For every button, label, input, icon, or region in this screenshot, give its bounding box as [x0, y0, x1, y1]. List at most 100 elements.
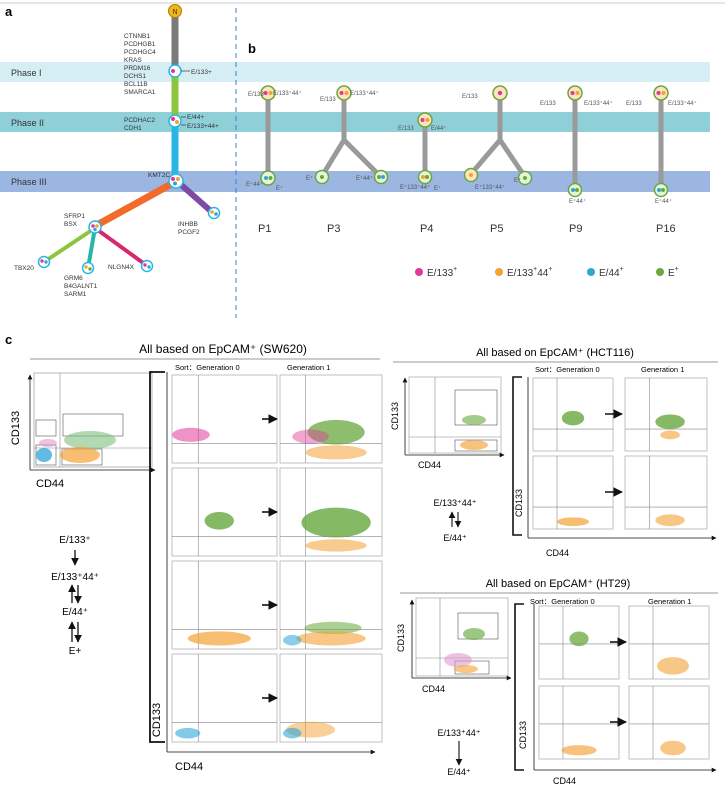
sw620-grid-ylabel: CD133: [151, 703, 163, 737]
svg-text:E⁺133⁺44⁺: E⁺133⁺44⁺: [400, 184, 430, 191]
gene-bcl11b: BCL11B: [124, 81, 148, 88]
svg-text:E/133⁺44⁺: E/133⁺44⁺: [350, 90, 379, 97]
svg-text:E/133⁺44⁺: E/133⁺44⁺: [584, 100, 613, 107]
patient-p5: P5: [490, 223, 503, 235]
svg-text:E⁺: E⁺: [434, 185, 441, 192]
legend: E/133+ E/133+44+ E/44+ E+: [415, 266, 679, 279]
ht29-gen0-plot-1: [538, 685, 620, 760]
ht29-grid-xlabel: CD44: [553, 776, 576, 786]
sw620-sort-header: Sort：Generation 0: [175, 363, 240, 372]
svg-text:E/133⁺44⁺: E/133⁺44⁺: [273, 90, 302, 97]
sw620-source-ylabel: CD133: [10, 411, 22, 445]
svg-text:E⁺44⁺: E⁺44⁺: [655, 198, 672, 205]
ht29-gen1-plot-0: [628, 605, 710, 680]
patient-p1: P1: [258, 223, 271, 235]
phase3-label: Phase III: [11, 177, 47, 187]
ht29-hier-0: E/133⁺44⁺: [437, 728, 480, 738]
ht29-title: All based on EpCAM⁺ (HT29): [486, 578, 631, 590]
svg-text:E/44+: E/44+: [599, 266, 624, 279]
svg-text:E+: E+: [668, 266, 679, 279]
svg-text:E/133: E/133: [398, 126, 414, 132]
hct116-plot-grid: [532, 377, 708, 530]
sw620-gen1-plot-0: [279, 374, 383, 464]
panel-a-label: a: [5, 4, 13, 19]
gene-inhbb: INHBB: [178, 221, 198, 228]
ht29-plot-grid: [538, 605, 710, 760]
ht29-hier-1: E/44⁺: [447, 767, 471, 777]
ht29-gen0-plot-0: [538, 605, 620, 680]
gene-pcdhac2: PCDHAC2: [124, 117, 155, 124]
svg-text:E/133⁺44⁺: E/133⁺44⁺: [668, 100, 697, 107]
ht29-gen1-plot-1: [628, 685, 710, 760]
gene-pcdhgb1: PCDHGB1: [124, 41, 156, 48]
sw620-plot-grid: [171, 374, 383, 743]
patient-p4: P4: [420, 223, 433, 235]
ht29-gen1-header: Generation 1: [648, 597, 691, 606]
svg-text:E⁺44⁺: E⁺44⁺: [356, 175, 373, 182]
patient-tree-nodes: [260, 85, 669, 198]
tag-phase2-e13344: E/133+44+: [187, 123, 219, 130]
sw620-title: All based on EpCAM⁺ (SW620): [139, 342, 307, 356]
gene-grm6: GRM6: [64, 275, 83, 282]
hct116-gen0-plot-0: [532, 377, 614, 452]
sw620-gen0-plot-1: [171, 467, 278, 557]
ht29-grid-ylabel: CD133: [518, 721, 528, 749]
patient-p16: P16: [656, 223, 676, 235]
svg-text:E⁺: E⁺: [276, 185, 283, 192]
sw620-source-xlabel: CD44: [36, 478, 64, 490]
sw620-gen1-plot-3: [279, 653, 383, 743]
hct116-gen1-header: Generation 1: [641, 365, 684, 374]
svg-text:E⁺: E⁺: [514, 177, 521, 184]
sw620-gen0-plot-2: [171, 560, 278, 650]
phase3-band: [0, 171, 710, 192]
sw620-hier-1: E/133⁺44⁺: [51, 572, 99, 583]
gene-pcgf2: PCGF2: [178, 229, 200, 236]
svg-text:E/44⁺: E/44⁺: [431, 125, 447, 132]
sw620-gen1-plot-2: [279, 560, 383, 650]
tag-phase2-e44: E/44+: [187, 114, 204, 121]
tbx20-node: [37, 255, 51, 269]
hct116-source-plot: [408, 376, 502, 454]
gene-dchs1: DCHS1: [124, 73, 146, 80]
sw620-gen0-plot-0: [171, 374, 278, 464]
hct116-source-ylabel: CD133: [390, 402, 400, 430]
gene-bsx: BSX: [64, 221, 78, 228]
sw620-hier-3: E+: [69, 646, 82, 657]
gene-sarm1: SARM1: [64, 291, 87, 298]
hct116-grid-xlabel: CD44: [546, 548, 569, 558]
sw620-hier-0: E/133⁺: [59, 535, 90, 546]
patient-p3: P3: [327, 223, 340, 235]
svg-text:E/133: E/133: [320, 97, 336, 103]
svg-text:E/133: E/133: [626, 101, 642, 107]
svg-text:E/133+44+: E/133+44+: [507, 266, 552, 279]
panel-c-label: c: [5, 332, 12, 347]
gene-b4galnt1: B4GALNT1: [64, 283, 98, 290]
gene-kmt2c: KMT2C: [148, 172, 170, 179]
sw620-gen1-header: Generation 1: [287, 363, 330, 372]
sw620-gen0-plot-3: [171, 653, 278, 743]
svg-text:E⁺44⁺: E⁺44⁺: [246, 181, 263, 188]
hct116-hier-0: E/133⁺44⁺: [433, 498, 476, 508]
svg-text:E/133: E/133: [540, 101, 556, 107]
grm-node: [81, 261, 95, 275]
hct116-hier-1: E/44⁺: [443, 533, 467, 543]
root-node: [168, 4, 182, 18]
gene-ctnnb1: CTNNB1: [124, 33, 150, 40]
gene-smarca1: SMARCA1: [124, 89, 156, 96]
gene-kras: KRAS: [124, 57, 142, 64]
sfrp-node: [88, 220, 102, 234]
panel-b-label: b: [248, 41, 256, 56]
nlgn-node: [140, 259, 154, 273]
tag-phase1-e133: E/133+: [191, 69, 212, 76]
sw620-hier-2: E/44⁺: [62, 607, 88, 618]
svg-text:E/133: E/133: [462, 94, 478, 100]
svg-text:E⁺133⁺44⁺: E⁺133⁺44⁺: [475, 184, 505, 191]
hct116-sort-header: Sort：Generation 0: [535, 365, 600, 374]
gene-sfrp1: SFRP1: [64, 213, 85, 220]
ht29-source-xlabel: CD44: [422, 684, 445, 694]
phase2-label: Phase II: [11, 118, 44, 128]
phase2-node: [168, 114, 182, 128]
svg-text:E⁺44⁺: E⁺44⁺: [569, 198, 586, 205]
hct116-gen1-plot-1: [624, 455, 708, 530]
